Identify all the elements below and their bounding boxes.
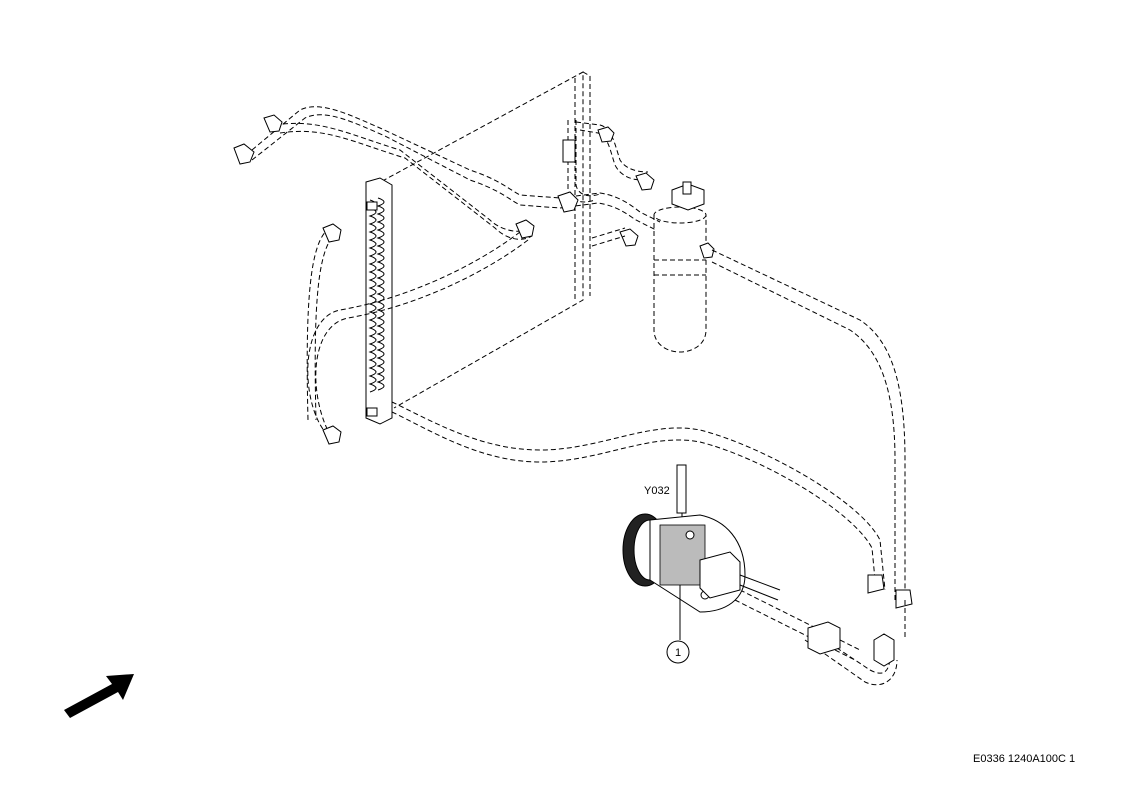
fitting-left-1	[233, 143, 255, 165]
ac-compressor	[622, 464, 781, 613]
reference-code: E0336 1240A100C 1	[973, 753, 1076, 765]
receiver-drier	[653, 181, 715, 353]
callout: 1	[666, 585, 690, 664]
compressor-hose-assembly	[734, 589, 906, 686]
component-code-label: Y032	[644, 485, 670, 497]
upper-hoses	[233, 106, 561, 240]
left-loop-hose	[306, 219, 535, 445]
callout-number: 1	[675, 647, 681, 659]
hose-fitting	[873, 633, 895, 667]
hose-clamp	[807, 621, 841, 655]
receiver-to-compressor-hoses	[391, 249, 913, 609]
condenser-frame	[369, 71, 591, 420]
callout-circle	[666, 640, 690, 664]
arrow-icon	[64, 674, 134, 718]
fitting-left-2	[263, 114, 283, 133]
connector-y032	[676, 464, 687, 514]
receiver-inlet-hose	[562, 120, 655, 203]
condenser-core	[365, 177, 393, 425]
receiver-connections	[557, 191, 661, 247]
